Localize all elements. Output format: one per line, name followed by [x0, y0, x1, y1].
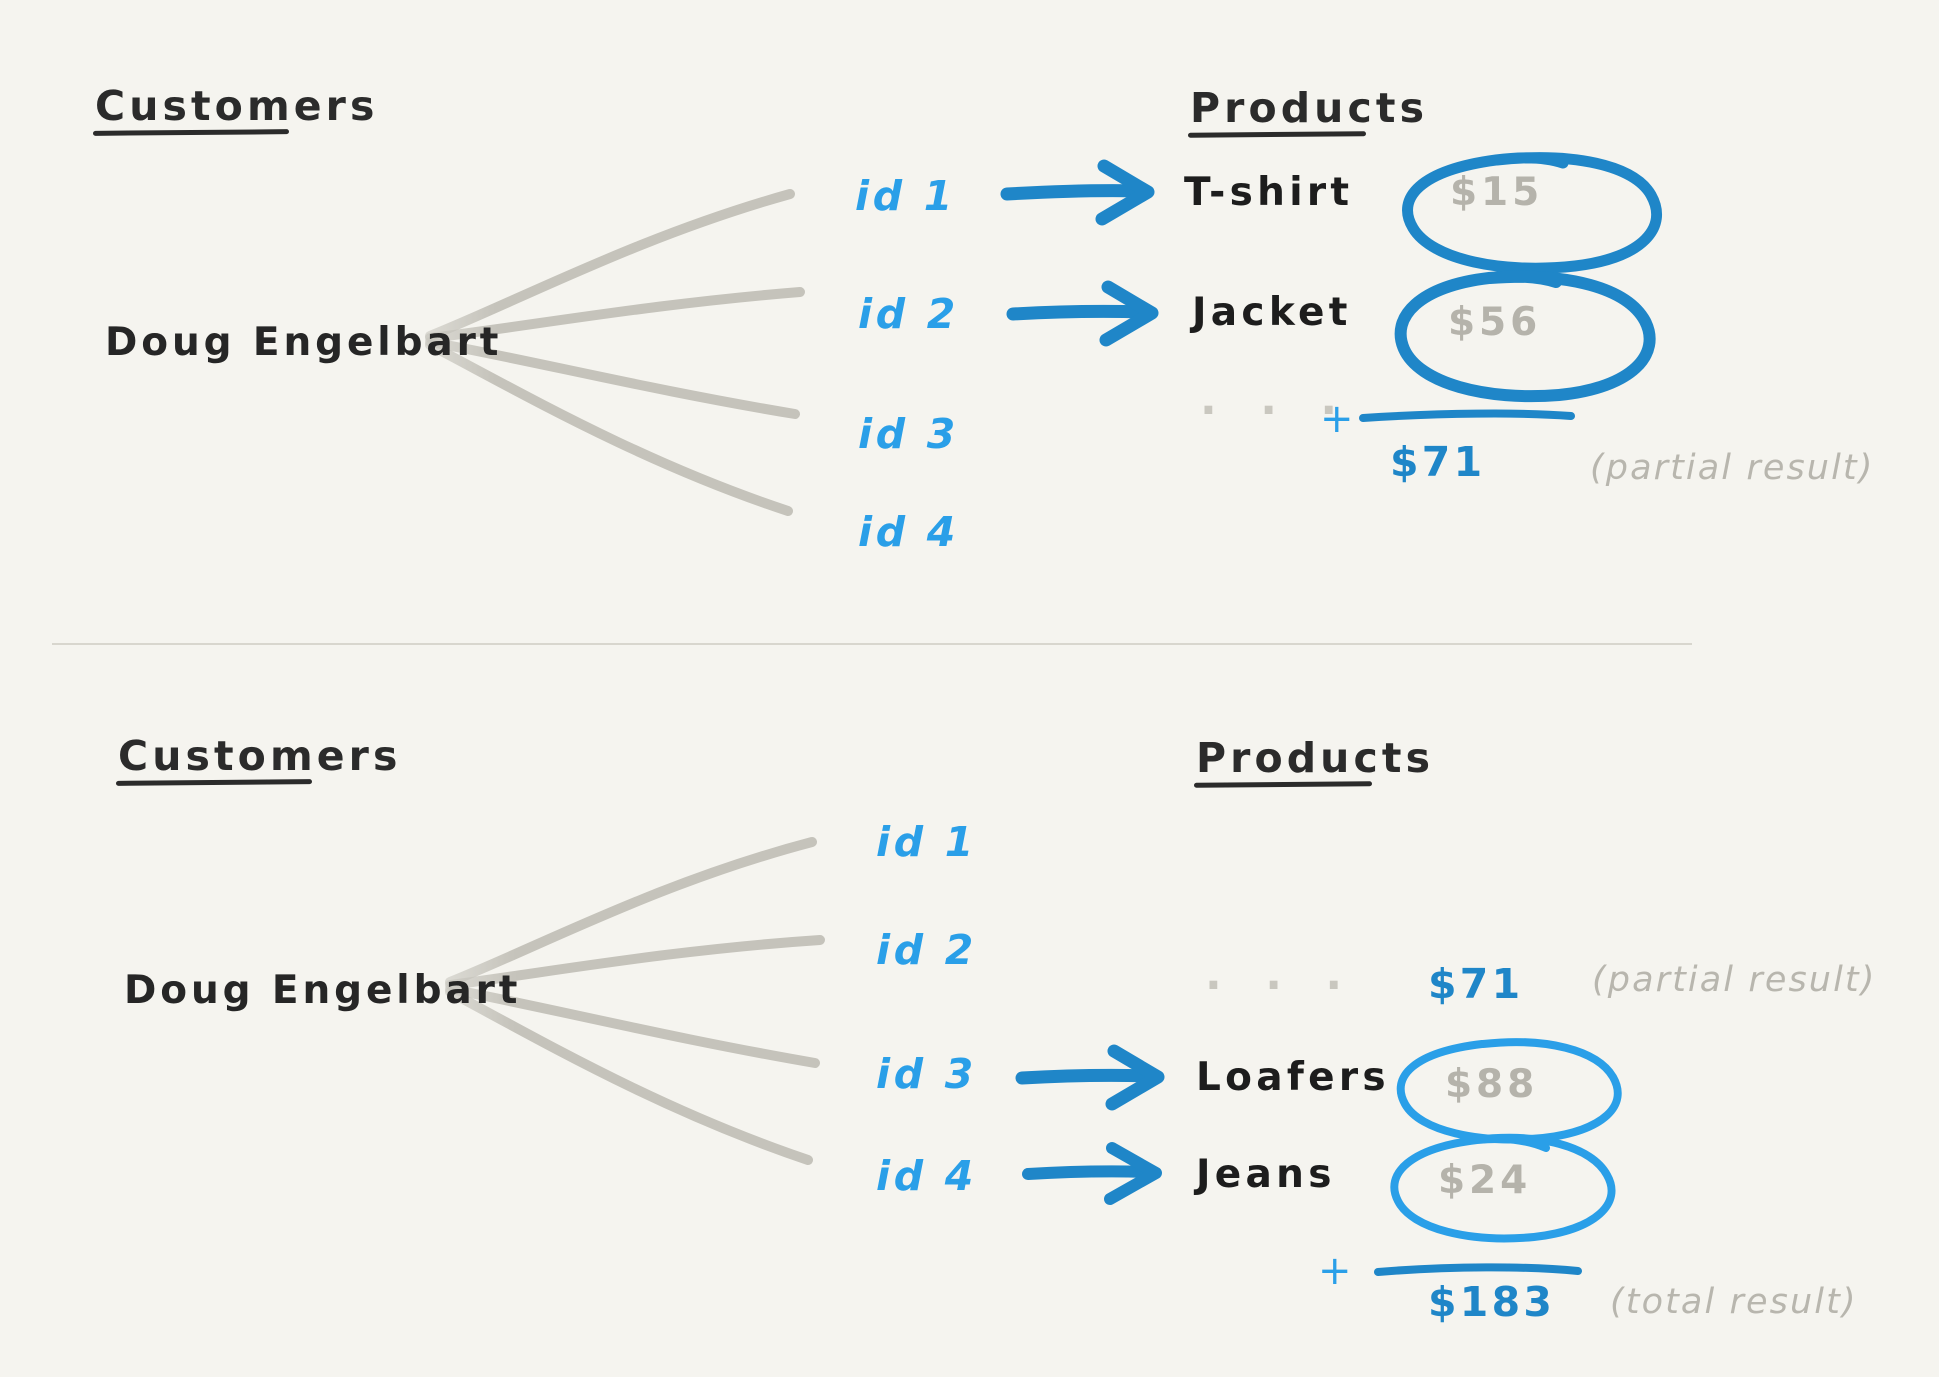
bottom-customer-name: Doug Engelbart	[124, 968, 522, 1013]
sum-rule-top	[1359, 409, 1575, 422]
top-sum-annotation: (partial result)	[1590, 448, 1875, 488]
top-ellipsis: · · ·	[1200, 385, 1352, 436]
top-sum-value: $71	[1390, 438, 1486, 486]
bottom-sum-annotation: (total result)	[1610, 1282, 1858, 1322]
top-products-header: Products	[1190, 84, 1429, 132]
bottom-ellipsis: · · ·	[1205, 960, 1357, 1011]
top-products-header-underline	[1187, 131, 1367, 138]
arrow-id3-loafers	[1015, 1044, 1165, 1111]
bottom-products-header-underline	[1193, 781, 1373, 788]
bottom-id-label-4: id 4	[876, 1152, 977, 1200]
top-customers-header-underline	[92, 129, 290, 136]
top-customers-header: Customers	[95, 82, 379, 130]
top-id-label-3: id 3	[858, 410, 959, 458]
top-customer-name: Doug Engelbart	[105, 320, 503, 365]
bottom-sum-value: $183	[1428, 1278, 1556, 1326]
top-product-price-1: $15	[1450, 170, 1544, 215]
bottom-carried-annotation: (partial result)	[1592, 960, 1877, 1000]
bottom-plus-sign: +	[1318, 1248, 1354, 1294]
bottom-customers-header-underline	[115, 779, 313, 786]
arrow-id4-jeans	[1022, 1142, 1162, 1205]
bottom-products-header: Products	[1196, 734, 1435, 782]
bottom-id-label-1: id 1	[876, 818, 977, 866]
bottom-product-price-3: $88	[1445, 1062, 1539, 1107]
arrow-id1-tshirt	[1000, 159, 1155, 226]
top-id-label-1: id 1	[855, 172, 956, 220]
bottom-product-price-4: $24	[1438, 1158, 1532, 1203]
panel-divider	[52, 643, 1692, 645]
arrow-id2-jacket	[1006, 280, 1159, 347]
bottom-carried-value: $71	[1428, 960, 1524, 1008]
top-id-label-2: id 2	[858, 290, 959, 338]
top-product-name-2: Jacket	[1192, 290, 1352, 335]
bottom-customers-header: Customers	[118, 732, 402, 780]
bottom-product-name-4: Jeans	[1196, 1152, 1336, 1197]
sum-rule-bottom	[1374, 1263, 1582, 1276]
bottom-product-name-3: Loafers	[1196, 1055, 1390, 1100]
bottom-id-label-2: id 2	[876, 926, 977, 974]
top-id-label-4: id 4	[858, 508, 959, 556]
top-product-price-2: $56	[1448, 300, 1542, 345]
top-product-name-1: T-shirt	[1184, 170, 1354, 215]
top-plus-sign: +	[1320, 396, 1356, 442]
bottom-id-label-3: id 3	[876, 1050, 977, 1098]
